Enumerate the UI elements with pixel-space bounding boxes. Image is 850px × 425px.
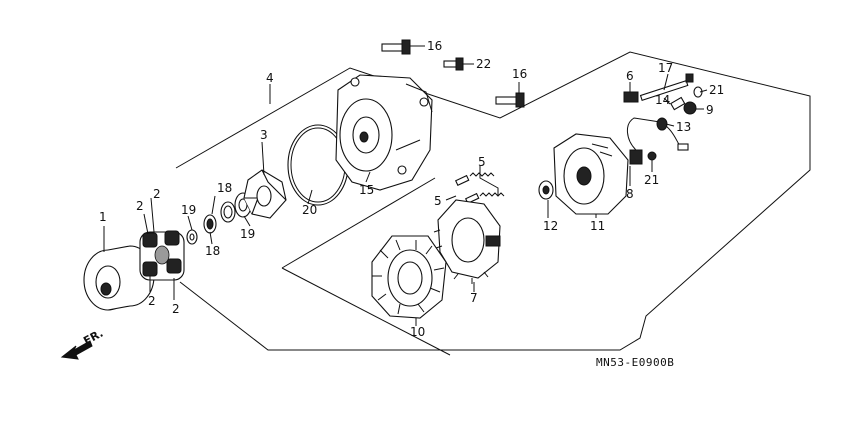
brush-holder-part [433,199,501,284]
direction-label: FR. [81,327,105,348]
callout-18a: 18 [217,181,232,195]
callout-labels: 1 2 2 2 2 3 4 5 5 6 7 8 9 10 11 12 13 14… [99,39,724,339]
callout-3: 3 [260,128,268,142]
callout-22: 22 [476,57,491,71]
callout-2c: 2 [148,294,156,308]
callout-1: 1 [99,210,107,224]
rear-bearing-part [538,180,554,200]
leader-lines [103,45,708,326]
callout-16b: 16 [512,67,527,81]
pulley-part [83,245,155,311]
callout-10: 10 [410,325,425,339]
callout-9: 9 [706,103,714,117]
front-direction-arrow: FR. [60,327,105,360]
rear-cover-part [553,133,629,215]
bolt-22 [443,57,464,71]
callout-13: 13 [676,120,691,134]
callout-2a: 2 [153,187,161,201]
callout-15: 15 [359,183,374,197]
terminal-wire-part [627,117,689,165]
callout-12: 12 [543,219,558,233]
small-hardware-parts [623,73,703,161]
arrow-icon [60,340,93,360]
front-housing-part [335,74,433,191]
callout-6: 6 [626,69,634,83]
callout-19b: 19 [240,227,255,241]
callout-14: 14 [655,93,670,107]
callout-5a: 5 [478,155,486,169]
bolt-16-mid [495,92,525,108]
callout-11: 11 [590,219,605,233]
callout-21a: 21 [709,83,724,97]
callout-8: 8 [626,187,634,201]
brushes-springs-parts [454,172,505,204]
callout-4: 4 [266,71,274,85]
callout-21b: 21 [644,173,659,187]
diagram-code: MN53-E0900B [596,356,674,369]
fan-part [243,169,287,219]
callout-19a: 19 [181,203,196,217]
damper-hub-part [139,230,185,281]
assembly-boundary [175,51,811,356]
stator-part [371,235,447,319]
callout-17: 17 [658,61,673,75]
callout-16a: 16 [427,39,442,53]
callout-20: 20 [302,203,317,217]
callout-7: 7 [470,291,478,305]
bolt-16-top [381,39,411,55]
callout-2b: 2 [136,199,144,213]
callout-18b: 18 [205,244,220,258]
callout-2d: 2 [172,302,180,316]
callout-5b: 5 [434,194,442,208]
bolts-parts [381,39,525,108]
